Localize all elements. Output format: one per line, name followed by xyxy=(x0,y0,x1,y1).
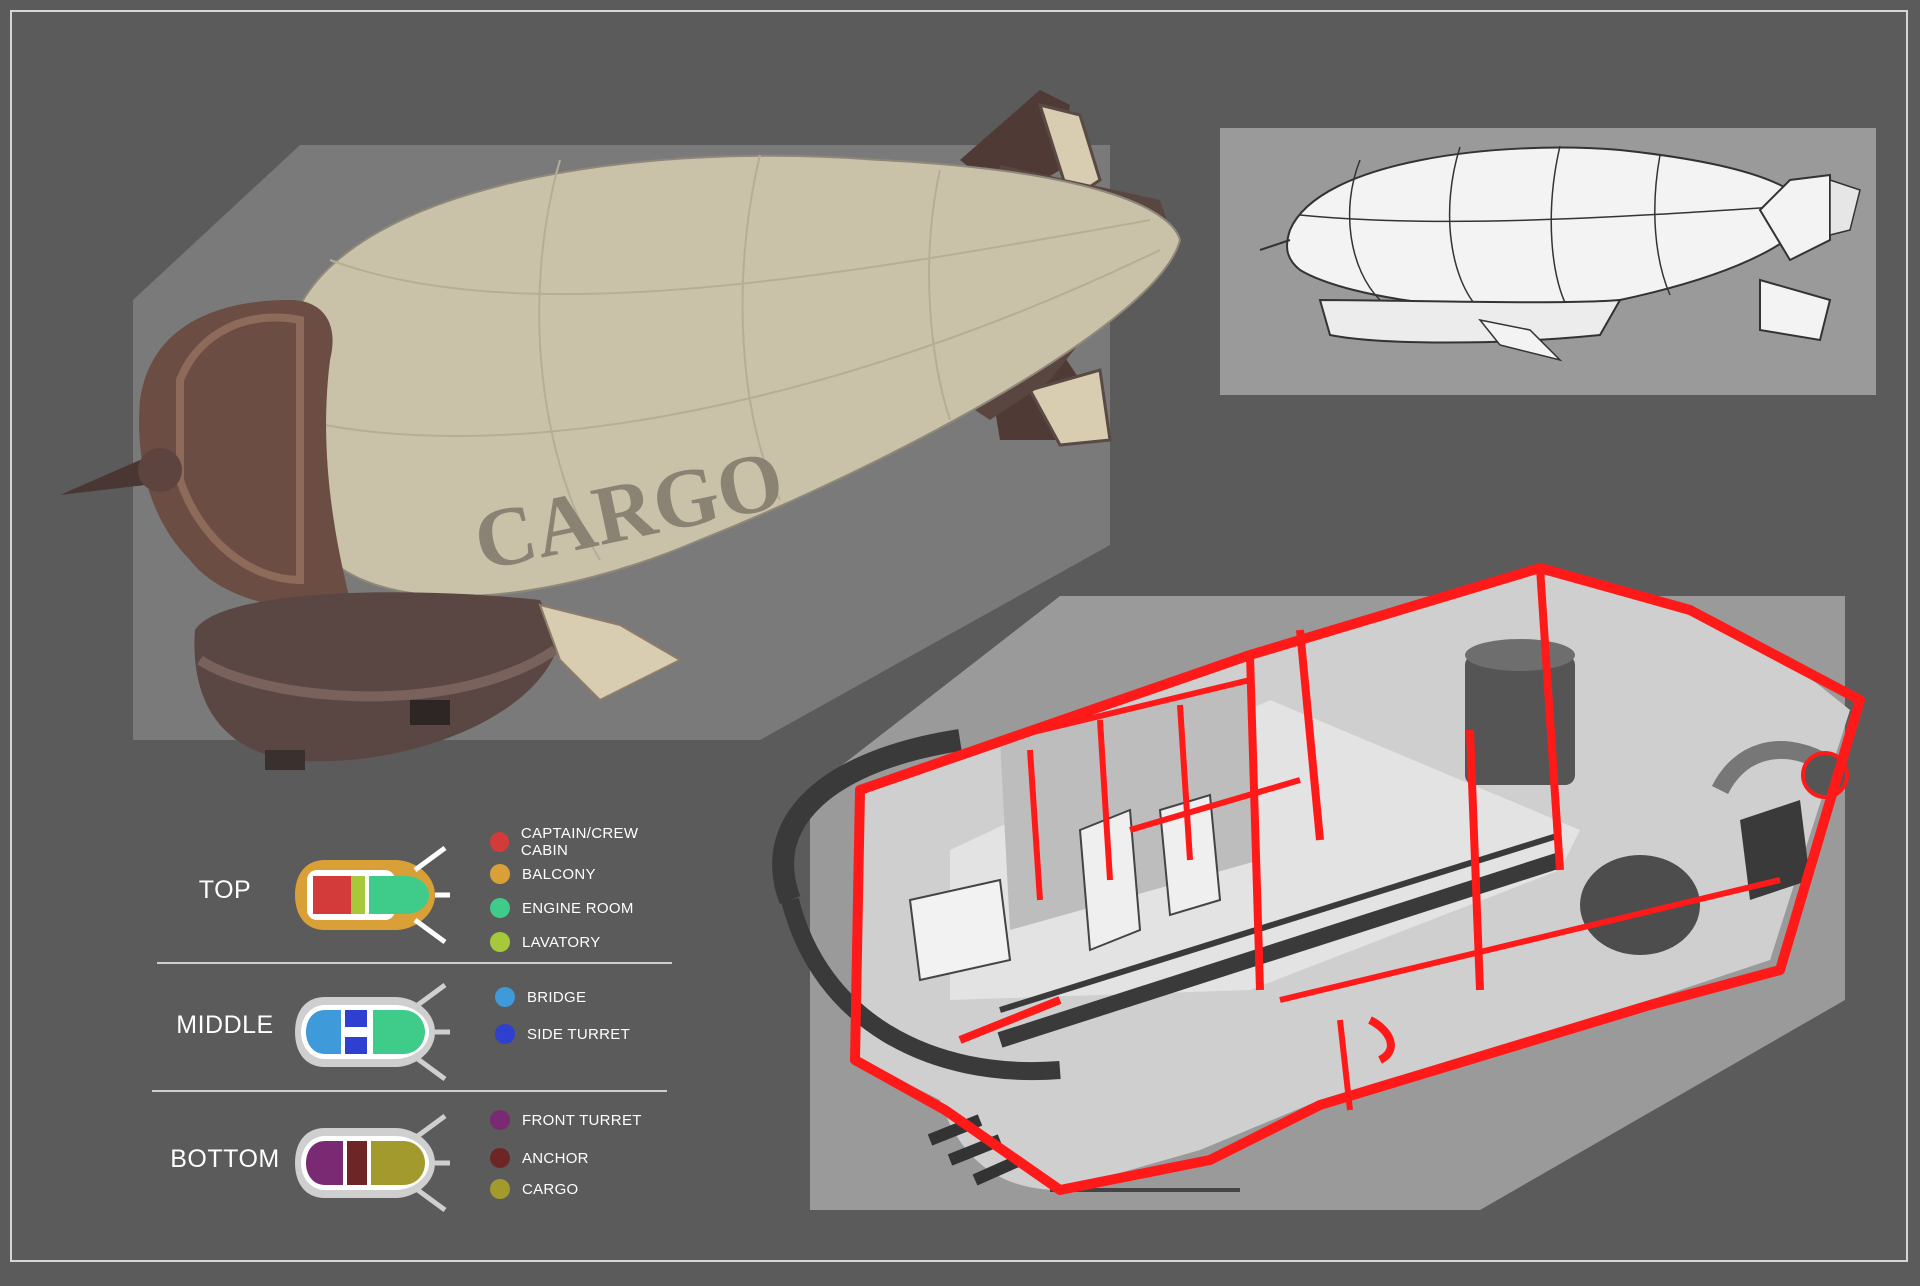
legend-divider xyxy=(152,1090,667,1092)
legend-dot xyxy=(490,1148,510,1168)
legend-item-cargo: CARGO xyxy=(490,1177,579,1201)
top-floor-plan xyxy=(295,845,450,945)
legend-middle: MIDDLE BRIDGE SIDE TURRET xyxy=(140,982,680,1105)
legend-dot xyxy=(490,1179,510,1199)
legend-bottom: BOTTOM FRONT TURRET ANCHOR CARGO xyxy=(140,1110,680,1230)
legend-item-front-turret: FRONT TURRET xyxy=(490,1108,642,1132)
legend-item-bridge: BRIDGE xyxy=(495,985,586,1009)
legend-dot xyxy=(490,1110,510,1130)
bottom-floor-plan xyxy=(295,1113,450,1213)
legend-item-anchor: ANCHOR xyxy=(490,1146,589,1170)
legend-item-engine-room: ENGINE ROOM xyxy=(490,896,634,920)
legend-item-lavatory: LAVATORY xyxy=(490,930,601,954)
legend-item-balcony: BALCONY xyxy=(490,862,596,886)
legend-item-captain-crew-cabin: CAPTAIN/CREW CABIN xyxy=(490,825,680,859)
legend-top: TOP CAPTAIN/CREW CABIN BALCONY ENGINE RO… xyxy=(140,825,680,952)
outer-frame xyxy=(10,10,1908,1262)
legend-dot xyxy=(490,864,510,884)
legend-dot xyxy=(490,898,510,918)
level-label-top: TOP xyxy=(198,876,252,904)
level-label-bottom: BOTTOM xyxy=(170,1145,280,1173)
middle-floor-plan xyxy=(295,982,450,1082)
legend-dot xyxy=(490,932,510,952)
legend-item-side-turret: SIDE TURRET xyxy=(495,1022,630,1046)
legend-divider xyxy=(157,962,672,964)
legend-dot xyxy=(495,987,515,1007)
level-label-middle: MIDDLE xyxy=(176,1011,274,1039)
legend-dot xyxy=(490,832,509,852)
legend-dot xyxy=(495,1024,515,1044)
